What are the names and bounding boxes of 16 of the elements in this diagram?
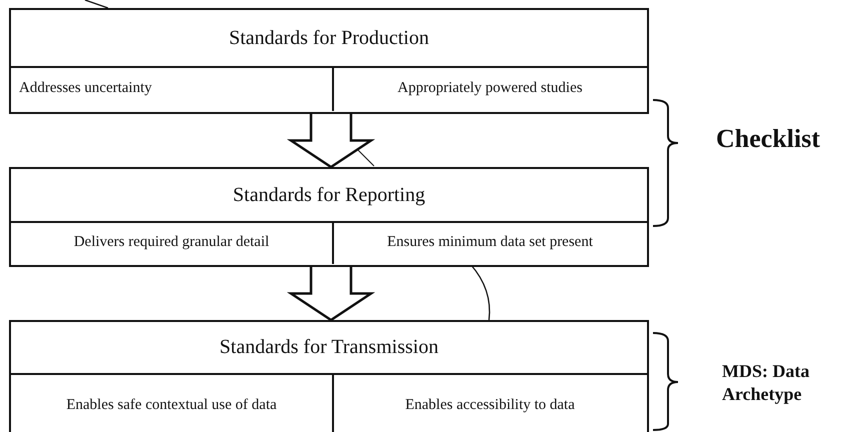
standards-box (9, 320, 649, 432)
box-heading: Standards for Reporting (232, 184, 426, 206)
criterion-text: Enables accessibility to data (405, 396, 575, 413)
box-heading: Standards for Production (229, 26, 429, 50)
criterion-text: Ensures minimum data set present (387, 234, 593, 250)
criterion-text: Enables safe contextual use of data (66, 396, 277, 413)
block-arrow (286, 266, 376, 322)
brace-label: Checklist (716, 124, 820, 154)
standards-box (9, 8, 649, 114)
criterion-text: Delivers required granular detail (74, 234, 270, 250)
block-arrow (286, 112, 376, 168)
brace-label: MDS: Data Archetype (722, 360, 810, 406)
box-heading: Standards for Transmission (220, 336, 438, 359)
criterion-text: Addresses uncertainty (19, 80, 152, 96)
standards-box (9, 167, 649, 267)
criterion-text: Appropriately powered studies (398, 80, 582, 96)
